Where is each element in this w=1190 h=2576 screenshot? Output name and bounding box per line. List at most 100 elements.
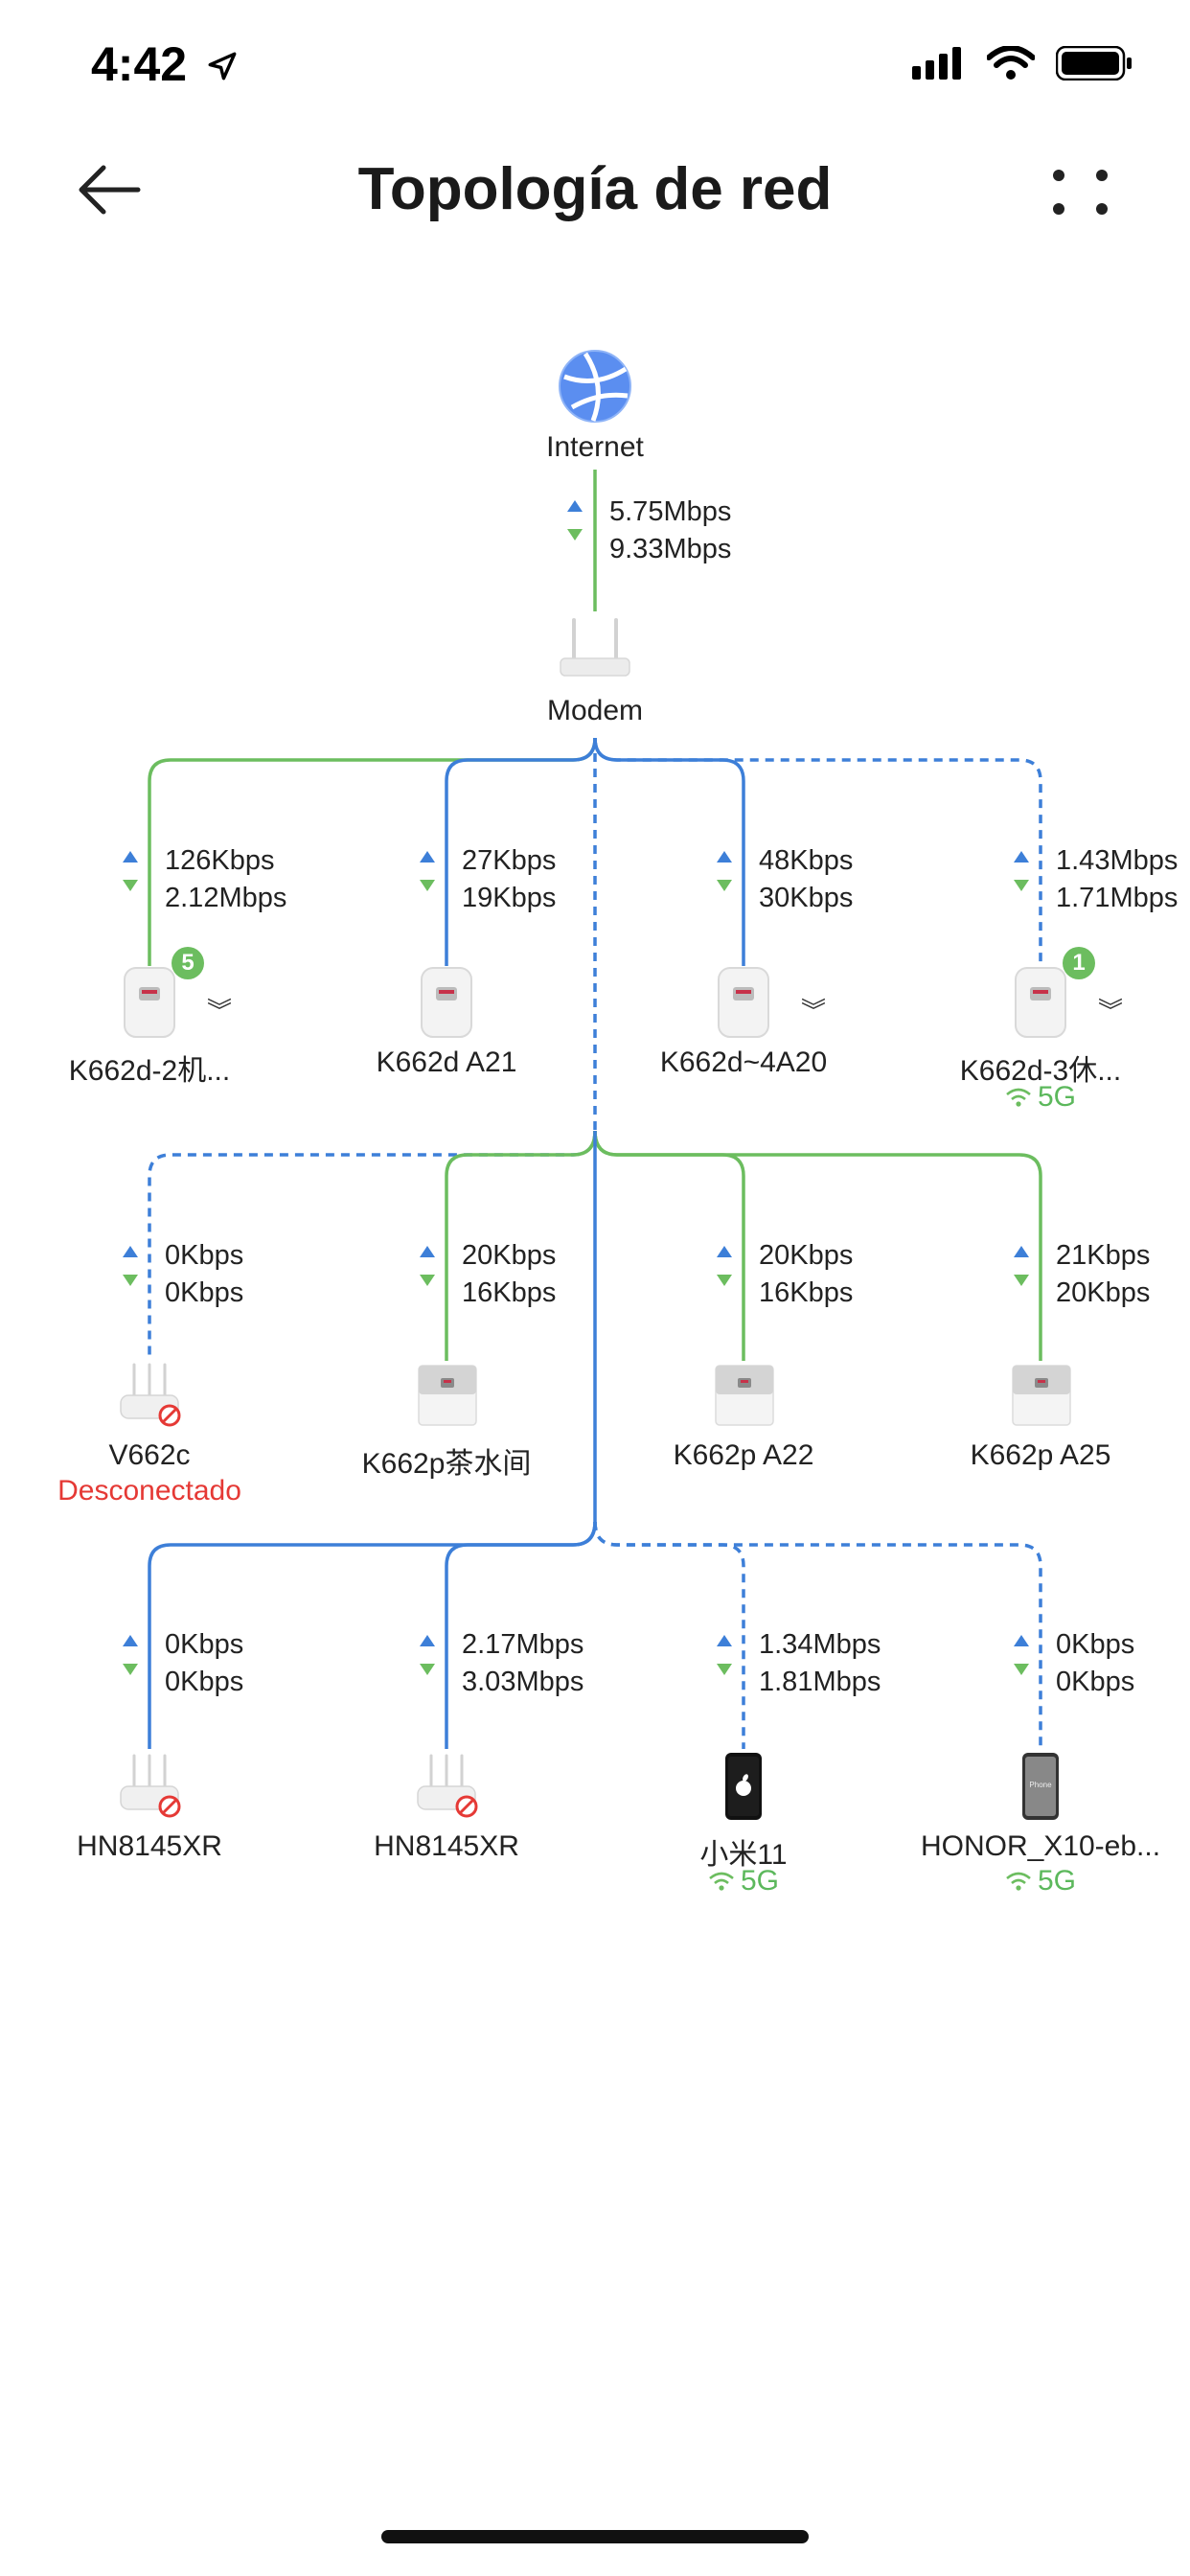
internet-rate-arrows: [567, 500, 583, 540]
back-arrow-icon: [79, 165, 141, 215]
router-device-node[interactable]: [117, 1754, 186, 1826]
download-arrow-icon: [123, 1664, 138, 1675]
wifi-icon: [987, 46, 1035, 80]
apple-phone-icon: [725, 1753, 762, 1820]
status-time: 4:42: [91, 36, 239, 92]
panel-access-point-icon: [1012, 1365, 1071, 1426]
l1-node3-upload: 48Kbps: [759, 845, 854, 876]
l3-node2-upload: 2.17Mbps: [462, 1629, 584, 1660]
l1-node1-upload: 126Kbps: [165, 845, 275, 876]
router-device-node[interactable]: [414, 1754, 483, 1826]
l1-node1-download: 2.12Mbps: [165, 883, 287, 913]
download-arrow-icon: [420, 1664, 435, 1675]
l1-node1-label: K662d-2机...: [68, 1055, 231, 1087]
l2-node1-label: V662c: [108, 1439, 191, 1471]
l2-node4-download: 20Kbps: [1056, 1277, 1151, 1308]
upload-arrow-icon: [567, 500, 583, 512]
back-button[interactable]: [75, 153, 151, 230]
panel-access-point-icon: [418, 1365, 477, 1426]
disconnected-router-icon: [120, 1363, 181, 1427]
upload-arrow-icon: [717, 1635, 732, 1646]
link-level3-2: [445, 1521, 597, 1749]
expand-chevron-icon[interactable]: ︾: [207, 997, 233, 1025]
modem-label: Modem: [546, 695, 644, 726]
access-point-icon: [1015, 967, 1066, 1038]
phone-device-node[interactable]: Phone: [1021, 1752, 1060, 1821]
router-device-node[interactable]: [117, 1363, 186, 1435]
ap-device-node[interactable]: [420, 966, 473, 1044]
download-arrow-icon: [717, 880, 732, 891]
l1-node2-upload: 27Kbps: [462, 845, 557, 876]
panel-ap-device-node[interactable]: [1012, 1365, 1071, 1431]
l3-node2-download: 3.03Mbps: [462, 1667, 584, 1697]
access-point-icon: [718, 967, 769, 1038]
l2-node1-download: 0Kbps: [165, 1277, 244, 1308]
l2-node4-upload: 21Kbps: [1056, 1240, 1151, 1271]
more-options-button[interactable]: [1044, 158, 1121, 235]
l2-node4-label: K662p A25: [970, 1439, 1111, 1471]
download-arrow-icon: [420, 1275, 435, 1286]
l1-node4-upload: 1.43Mbps: [1056, 845, 1179, 876]
l2-node3-label: K662p A22: [673, 1439, 814, 1471]
l3-node4-label: HONOR_X10-eb...: [920, 1830, 1161, 1862]
l3-node1-label: HN8145XR: [77, 1830, 222, 1862]
modem-node[interactable]: [557, 616, 633, 686]
upload-arrow-icon: [123, 1246, 138, 1257]
internet-upload-rate: 5.75Mbps: [609, 496, 732, 527]
expand-chevron-icon[interactable]: ︾: [801, 997, 827, 1025]
download-arrow-icon: [123, 880, 138, 891]
l3-node1-upload: 0Kbps: [165, 1629, 244, 1660]
l2-node2-upload: 20Kbps: [462, 1240, 557, 1271]
download-arrow-icon: [717, 1664, 732, 1675]
wifi-icon: [709, 1872, 734, 1891]
status-disconnected: Desconectado: [57, 1475, 241, 1506]
download-arrow-icon: [1014, 1664, 1029, 1675]
l3-node4-band: 5G: [897, 1865, 1184, 1898]
download-arrow-icon: [717, 1275, 732, 1286]
home-indicator[interactable]: [381, 2530, 809, 2543]
expand-chevron-icon[interactable]: ︾: [1098, 997, 1124, 1025]
location-arrow-icon: [208, 52, 237, 80]
status-icons: [912, 46, 1133, 80]
panel-ap-device-node[interactable]: [418, 1365, 477, 1431]
upload-arrow-icon: [123, 851, 138, 862]
l3-node3-label: 小米11: [699, 1839, 788, 1871]
phone-screen-text: Phone: [1029, 1781, 1052, 1789]
l2-node3-download: 16Kbps: [759, 1277, 854, 1308]
internet-node[interactable]: [557, 348, 633, 429]
l3-node2-label: HN8145XR: [374, 1830, 519, 1862]
l2-node1-upload: 0Kbps: [165, 1240, 244, 1271]
l3-node3-upload: 1.34Mbps: [759, 1629, 881, 1660]
l1-node2-label: K662d A21: [376, 1046, 517, 1078]
internet-label: Internet: [546, 431, 644, 463]
disconnected-router-icon: [120, 1754, 181, 1818]
upload-arrow-icon: [1014, 1246, 1029, 1257]
cellular-signal-icon: [912, 47, 961, 80]
upload-arrow-icon: [420, 1635, 435, 1646]
download-arrow-icon: [567, 529, 583, 540]
l3-node3-download: 1.81Mbps: [759, 1667, 881, 1697]
disconnected-router-icon: [417, 1754, 478, 1818]
download-arrow-icon: [123, 1275, 138, 1286]
client-count-badge: 5: [172, 947, 204, 979]
ap-device-node[interactable]: [123, 966, 176, 1044]
link-level1-2: [445, 737, 597, 966]
l2-node2-download: 16Kbps: [462, 1277, 557, 1308]
internet-download-rate: 9.33Mbps: [609, 534, 732, 564]
l1-node4-band: 5G: [897, 1081, 1184, 1114]
phone-device-node[interactable]: [724, 1752, 763, 1826]
download-arrow-icon: [1014, 880, 1029, 891]
upload-arrow-icon: [420, 851, 435, 862]
ap-device-node[interactable]: [1014, 966, 1067, 1044]
l1-node4-download: 1.71Mbps: [1056, 883, 1179, 913]
l1-node3-label: K662d~4A20: [659, 1046, 828, 1078]
l1-node3-download: 30Kbps: [759, 883, 854, 913]
access-point-icon: [421, 967, 472, 1038]
l3-node4-upload: 0Kbps: [1056, 1629, 1135, 1660]
link-level2-2: [445, 1130, 597, 1361]
link-level3-4: [593, 1521, 1042, 1749]
panel-access-point-icon: [715, 1365, 774, 1426]
panel-ap-device-node[interactable]: [715, 1365, 774, 1431]
ap-device-node[interactable]: [717, 966, 770, 1044]
wifi-icon: [1006, 1872, 1031, 1891]
